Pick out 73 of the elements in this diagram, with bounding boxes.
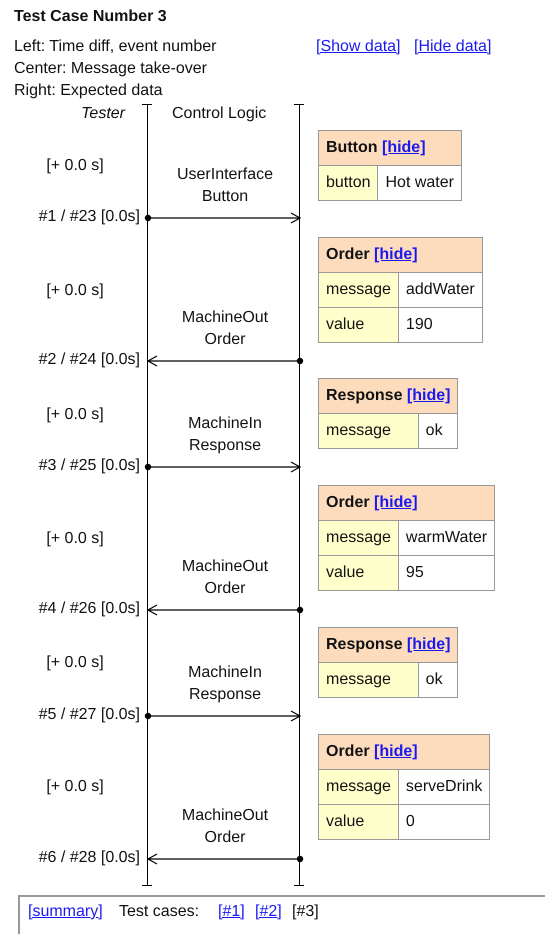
link: [#1] xyxy=(218,903,245,921)
field-value: ok xyxy=(418,414,458,448)
field-name: message xyxy=(318,770,398,804)
message-label: UserInterface Button xyxy=(176,165,274,207)
hide-link: [hide] xyxy=(382,139,426,156)
heading-text: Order xyxy=(326,246,370,263)
data-table xyxy=(318,378,458,449)
hide-link: [hide] xyxy=(374,246,418,263)
field-name: message xyxy=(318,272,398,308)
field-value: 95 xyxy=(398,556,495,590)
hide-link: [hide] xyxy=(374,494,418,511)
time-diff-label: [+ 0.0 s] xyxy=(45,282,105,300)
event-number-label: #4 / #26 [0.0s] xyxy=(38,600,140,618)
field-name: button xyxy=(318,166,378,200)
message-arrow xyxy=(147,853,304,865)
message-arrow xyxy=(147,355,304,367)
message-label: MachineOut Order xyxy=(180,806,270,848)
field-value: Hot water xyxy=(378,166,462,200)
field-name: message xyxy=(318,414,418,448)
link: [summary] xyxy=(28,903,103,921)
field-value: 190 xyxy=(398,308,482,342)
time-diff-label: [+ 0.0 s] xyxy=(45,530,105,548)
field-value: serveDrink xyxy=(398,770,490,804)
link: [Hide data] xyxy=(414,38,492,56)
message-label: MachineOut Order xyxy=(180,557,270,599)
heading-text: Order xyxy=(326,743,370,760)
hide-link: [hide] xyxy=(406,636,450,653)
data-table xyxy=(318,627,458,698)
footer-text: [#3] xyxy=(292,903,319,921)
event-number-label: #6 / #28 [0.0s] xyxy=(38,849,140,867)
legend-note: Right: Expected data xyxy=(14,82,163,100)
lifeline-heading: Tester xyxy=(80,105,126,123)
time-diff-label: [+ 0.0 s] xyxy=(45,778,105,796)
field-name: message xyxy=(318,662,418,698)
field-value: 0 xyxy=(398,804,490,840)
message-arrow xyxy=(144,461,301,473)
link: [#2] xyxy=(255,903,282,921)
message-label: MachineIn Response xyxy=(187,663,263,705)
link: [Show data] xyxy=(316,38,400,56)
message-arrow xyxy=(144,212,301,224)
hide-link: [hide] xyxy=(374,743,418,760)
time-diff-label: [+ 0.0 s] xyxy=(45,157,105,175)
heading-text: Response xyxy=(326,387,402,404)
data-table xyxy=(318,237,483,343)
data-table xyxy=(318,734,490,840)
event-number-label: #3 / #25 [0.0s] xyxy=(38,457,140,475)
message-label: MachineIn Response xyxy=(187,414,263,456)
data-table xyxy=(318,485,496,591)
field-name: value xyxy=(318,308,398,342)
heading-text: Response xyxy=(326,636,402,653)
event-number-label: #2 / #24 [0.0s] xyxy=(38,351,140,369)
field-value: ok xyxy=(418,662,458,698)
title: Test Case Number 3 xyxy=(14,8,167,26)
field-value: addWater xyxy=(398,272,482,308)
field-name: value xyxy=(318,556,398,590)
field-value: warmWater xyxy=(398,520,495,556)
time-diff-label: [+ 0.0 s] xyxy=(45,654,105,672)
data-table xyxy=(318,130,462,201)
legend-note: Center: Message take-over xyxy=(14,60,207,78)
time-diff-label: [+ 0.0 s] xyxy=(45,406,105,424)
lifeline-heading: Control Logic xyxy=(172,105,268,123)
heading-text: Order xyxy=(326,494,370,511)
event-number-label: #5 / #27 [0.0s] xyxy=(38,706,140,724)
message-label: MachineOut Order xyxy=(180,308,270,350)
field-name: message xyxy=(318,520,398,556)
footer-text: Test cases: xyxy=(119,903,200,921)
legend-note: Left: Time diff, event number xyxy=(14,38,216,56)
message-arrow xyxy=(147,604,304,616)
message-arrow xyxy=(144,710,301,722)
hide-link: [hide] xyxy=(406,387,450,404)
event-number-label: #1 / #23 [0.0s] xyxy=(38,208,140,226)
field-name: value xyxy=(318,804,398,840)
heading-text: Button xyxy=(326,139,378,156)
